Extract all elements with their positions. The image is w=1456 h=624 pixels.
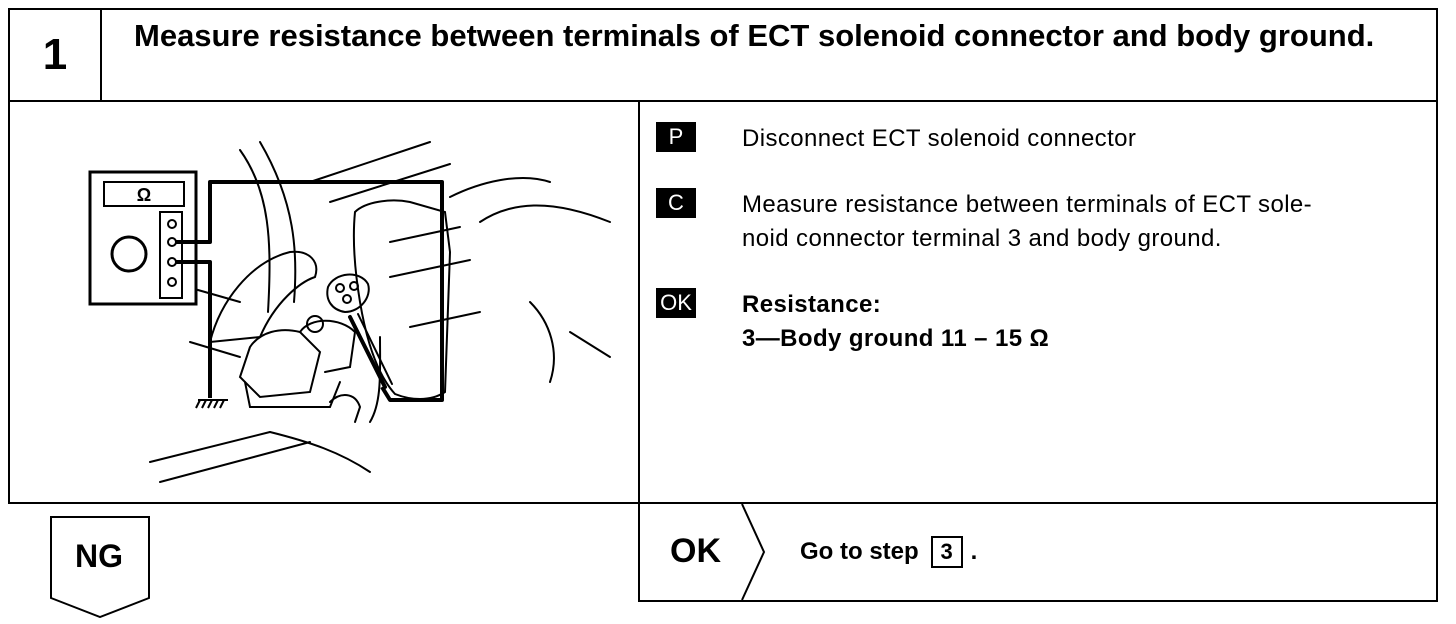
measurement-illustration: Ω [88,141,611,483]
instruction-prepare: P Disconnect ECT solenoid connector [656,122,1136,156]
ohmmeter-icon: Ω [88,170,198,306]
instruction-text: Measure resistance between terminals of … [742,188,1312,256]
ng-branch-arrow-icon [50,516,150,618]
step-header: 1 Measure resistance between terminals o… [10,10,1436,102]
goto-suffix: . [970,538,978,565]
meter-symbol: Ω [137,185,151,205]
goto-text: Go to step [800,538,919,565]
resistance-label: Resistance: [742,291,882,318]
step-title: Measure resistance between terminals of … [134,18,1375,53]
instruction-line: Measure resistance between terminals of … [742,191,1313,218]
instruction-line: noid connector terminal 3 and body groun… [742,225,1222,252]
step-number: 1 [10,10,102,100]
ok-arrow-divider-icon [741,504,766,600]
instruction-check: C Measure resistance between terminals o… [656,188,1312,256]
instruction-text: Disconnect ECT solenoid connector [742,125,1137,152]
diagnostic-step-table: 1 Measure resistance between terminals o… [8,8,1438,504]
resistance-spec: 3—Body ground 11 – 15 Ω [742,325,1050,352]
tag-ok: OK [656,288,696,318]
tag-c: C [656,188,696,218]
ng-label: NG [75,538,123,574]
ok-branch: OK Go to step 3 . [638,504,1438,602]
tag-p: P [656,122,696,152]
instruction-text: Resistance: 3—Body ground 11 – 15 Ω [742,288,1049,356]
ok-label: OK [670,532,721,570]
goto-step: Go to step 3 . [800,536,977,568]
instruction-ok: OK Resistance: 3—Body ground 11 – 15 Ω [656,288,1049,356]
goto-step-ref[interactable]: 3 [930,536,963,568]
instruction-panel: P Disconnect ECT solenoid connector C Me… [640,102,1436,502]
ground-symbol-icon [195,399,228,409]
illustration-panel: Ω [10,102,640,502]
